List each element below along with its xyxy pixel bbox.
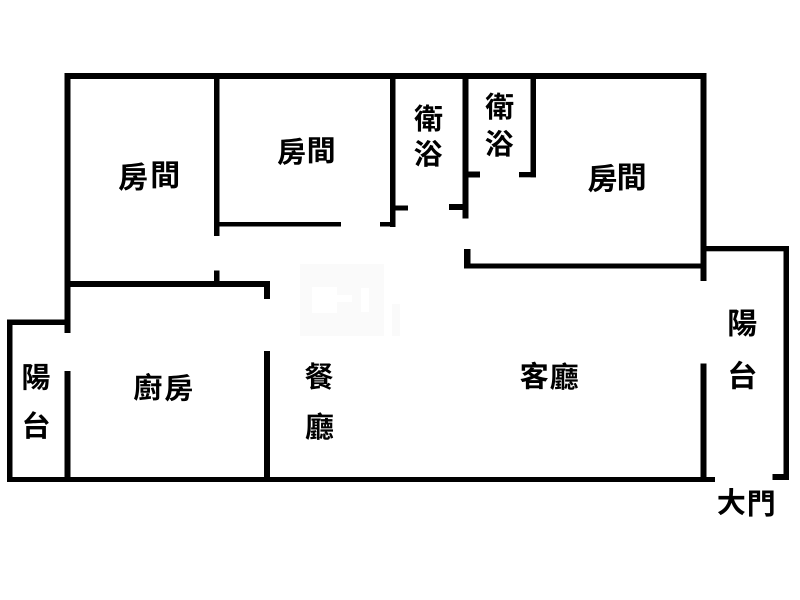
watermark-block <box>392 304 400 336</box>
room-label-bedroom-1: 房間 <box>118 161 179 191</box>
wall-bathrooms-divider-wall <box>462 79 469 219</box>
watermark-cutout <box>361 288 369 312</box>
walls <box>7 73 789 482</box>
room-label-bathroom-1: 衛浴 <box>414 104 443 167</box>
watermark-cutout <box>312 287 337 313</box>
glyph-balcony-right <box>729 309 757 337</box>
wall-bedroom2-bottom-wall-right <box>380 222 396 227</box>
glyph-bathroom-2 <box>485 129 514 157</box>
room-label-bedroom-3: 房間 <box>588 163 645 193</box>
glyph-main-door <box>749 490 774 517</box>
wall-outer-top-wall <box>65 73 707 79</box>
glyph-dining-room <box>305 412 334 440</box>
wall-outer-right-wall-lower <box>700 363 707 482</box>
room-label-kitchen: 廚房 <box>133 372 192 402</box>
watermark-cutout <box>336 295 352 302</box>
glyph-dining-room <box>305 362 333 390</box>
wall-kitchen-top-wall <box>64 281 270 287</box>
wall-bathroom1-door-stub-left <box>395 205 408 211</box>
room-label-balcony-right: 陽台 <box>729 309 757 390</box>
glyph-bedroom-2 <box>277 137 305 166</box>
wall-outer-left-wall-lower <box>64 371 71 482</box>
wall-bedroom1-divider-stub <box>214 270 220 281</box>
glyph-bathroom-1 <box>414 139 443 167</box>
glyph-bathroom-1 <box>414 104 443 132</box>
wall-outer-left-wall-upper <box>64 73 71 333</box>
wall-bedroom1-bedroom2-divider <box>214 79 220 236</box>
room-label-main-door: 大門 <box>717 488 774 517</box>
wall-balcony-right-top-wall <box>706 246 789 252</box>
wall-kitchen-dining-wall <box>264 351 270 482</box>
room-label-bathroom-2: 衛浴 <box>485 92 514 157</box>
room-label-living-room: 客廳 <box>520 361 578 390</box>
glyph-living-room <box>550 362 578 390</box>
glyph-bedroom-1 <box>152 161 179 189</box>
glyph-bathroom-2 <box>485 92 514 120</box>
wall-kitchen-dining-stub <box>264 287 270 299</box>
glyph-balcony-left <box>23 363 50 391</box>
glyph-balcony-right <box>730 360 756 390</box>
wall-outer-bottom-wall <box>7 477 715 482</box>
wall-bathroom1-left-wall <box>390 79 396 227</box>
wall-livingroom-top-wall <box>464 263 707 269</box>
wall-balcony-right-outer-wall <box>783 246 789 480</box>
glyph-main-door <box>717 488 745 516</box>
glyph-bedroom-2 <box>308 137 334 164</box>
glyph-kitchen <box>165 373 192 402</box>
glyph-kitchen <box>133 372 162 401</box>
glyph-bedroom-3 <box>588 163 617 193</box>
wall-balcony-left-outer-wall <box>7 319 13 482</box>
wall-bathroom1-door-stub-right <box>449 204 463 210</box>
glyph-bedroom-1 <box>118 162 147 191</box>
glyph-balcony-left <box>24 411 49 439</box>
wall-bathroom2-door-stub-left <box>468 171 480 178</box>
wall-bedroom2-bottom-wall <box>214 222 341 227</box>
watermark <box>300 264 400 336</box>
wall-bathroom2-bottom-wall-right <box>519 172 536 178</box>
wall-balcony-left-top-wall <box>7 319 68 325</box>
wall-bathroom2-right-wall <box>530 79 536 178</box>
glyph-living-room <box>520 361 548 390</box>
glyph-bedroom-3 <box>618 163 645 191</box>
wall-livingroom-top-wall-stub <box>464 249 471 264</box>
room-label-balcony-left: 陽台 <box>23 363 50 439</box>
room-labels: 房間房間房間衛浴衛浴陽台廚房餐廳客廳陽台大門 <box>23 92 774 517</box>
wall-outer-right-wall-upper <box>700 73 707 281</box>
room-label-dining-room: 餐廳 <box>305 362 334 440</box>
room-label-bedroom-2: 房間 <box>277 137 334 166</box>
wall-balcony-right-bottom-foot <box>772 474 789 480</box>
